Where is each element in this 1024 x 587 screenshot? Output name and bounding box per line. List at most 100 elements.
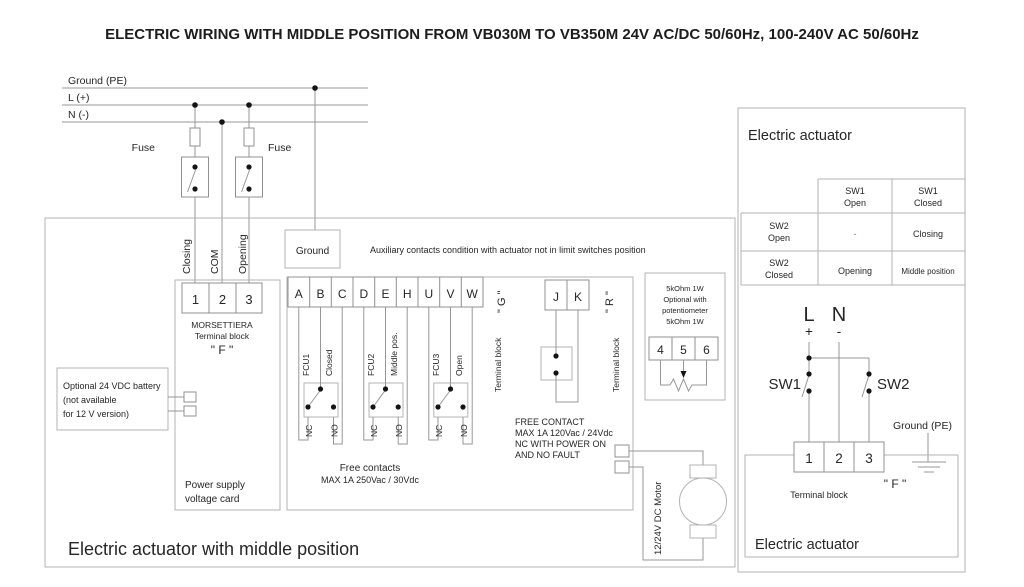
- fault-connector: [614, 444, 630, 458]
- battery-connector: [183, 405, 197, 417]
- wire: [629, 450, 704, 465]
- plus-sign: +: [805, 324, 813, 339]
- wire: [555, 310, 579, 403]
- terminal-strip: [287, 276, 484, 308]
- nc-label: NC: [304, 425, 314, 437]
- contact-dot: [806, 371, 812, 377]
- no-label: NO: [330, 424, 340, 437]
- terminal-w: W: [467, 287, 479, 301]
- fuse-left: Fuse: [132, 127, 209, 198]
- switch-table: SW1 Open SW1 Closed SW2 Open SW2 Closed …: [740, 178, 965, 286]
- actuator-panel-title: Electric actuator: [748, 128, 852, 144]
- pot-note-line1: 5kOhm 1W: [666, 284, 704, 293]
- nc-label: NC: [369, 425, 379, 437]
- terminal-f-code: " F ": [211, 343, 234, 357]
- sw1-label: SW1: [768, 376, 801, 393]
- terminal-u: U: [424, 287, 433, 301]
- ground-box: Ground: [284, 229, 341, 269]
- terminal-1: 1: [192, 292, 199, 307]
- actuator-panel: Electric actuator SW1 Open SW1 Closed SW…: [737, 107, 966, 573]
- table-header: Closed: [914, 198, 942, 208]
- fcu2-label: FCU2: [366, 354, 376, 376]
- contact-dot: [553, 353, 559, 359]
- contact-dot: [395, 404, 401, 410]
- main-unit-caption: Electric actuator with middle position: [68, 539, 359, 559]
- n-label: N (-): [68, 109, 89, 121]
- fuse-symbol: [243, 127, 255, 147]
- n-terminal-label: N: [832, 304, 846, 326]
- terminal-v: V: [446, 287, 454, 301]
- wire-nc: [298, 307, 309, 441]
- power-card-box: [174, 279, 281, 511]
- morsettiera-label: MORSETTIERA: [191, 320, 253, 330]
- l-label: L (+): [68, 92, 90, 104]
- contact-dot: [447, 386, 454, 392]
- actuator-panel-box: [737, 107, 966, 573]
- wire-no: [462, 307, 473, 445]
- page-title: ELECTRIC WIRING WITH MIDDLE POSITION FRO…: [105, 26, 919, 43]
- contact-dot: [806, 388, 812, 394]
- actuator-inner-box: 1 2 3 " F " Terminal block Electric actu…: [744, 441, 959, 558]
- aux-note: Auxiliary contacts condition with actuat…: [370, 245, 646, 255]
- ground-box-label: Ground: [296, 246, 329, 257]
- terminal-block-r: J K " R " Terminal block: [540, 279, 621, 403]
- contact-dot: [246, 164, 252, 170]
- fault-note: FREE CONTACT MAX 1A 120Vac / 24Vdc NC WI…: [515, 417, 613, 460]
- terminal-k: K: [574, 290, 582, 304]
- battery-box: [56, 367, 169, 431]
- table-header: Open: [844, 198, 866, 208]
- fcu3-position-label: Open: [454, 355, 464, 376]
- terminal-5: 5: [680, 343, 687, 357]
- pot-box: [644, 272, 726, 401]
- contact-dot: [553, 370, 559, 376]
- ground-pe-label: Ground (PE): [893, 420, 952, 432]
- switch-blade: [241, 169, 250, 193]
- terminal-g-code: " G ": [496, 290, 508, 313]
- switch-blade: [437, 389, 451, 408]
- fault-note-line2: MAX 1A 120Vac / 24Vdc: [515, 428, 613, 438]
- earth-ground-icon: [912, 461, 946, 473]
- battery-line1: Optional 24 VDC battery: [63, 381, 161, 391]
- contact-dot: [317, 386, 324, 392]
- l-terminal-label: L: [803, 304, 814, 326]
- terminal-g-block-label: Terminal block: [493, 337, 503, 392]
- terminal-j: J: [553, 290, 559, 304]
- contact-dot: [192, 164, 198, 170]
- closing-label: Closing: [181, 239, 193, 274]
- table-row-header: Open: [768, 233, 790, 243]
- wire: [660, 360, 670, 386]
- nc-label: NC: [434, 425, 444, 437]
- contact-dot: [246, 186, 252, 192]
- com-label: COM: [209, 250, 221, 275]
- fcu1-position-label: Closed: [324, 349, 334, 376]
- contact-dot: [370, 404, 376, 410]
- terminal-block-g: A B C D E H U V W " G " Terminal block: [287, 276, 508, 392]
- fault-note-line3: NC WITH POWER ON: [515, 439, 606, 449]
- junction-dot: [246, 102, 252, 108]
- switch-box: [181, 156, 209, 198]
- contact-dot: [460, 404, 466, 410]
- contact-dot: [382, 386, 389, 392]
- power-card-line2: voltage card: [185, 494, 239, 505]
- no-label: NO: [394, 424, 404, 437]
- fcu-2: FCU2 Middle pos. NC NO: [363, 307, 408, 445]
- fcu-3: FCU3 Open NC NO: [428, 307, 473, 445]
- terminal-block-label: Terminal block: [790, 490, 848, 500]
- contact-dot: [435, 404, 441, 410]
- power-card-line1: Power supply: [185, 480, 245, 491]
- motor-brush: [689, 464, 717, 479]
- table-dash: -: [854, 229, 857, 239]
- pot-note-line2: Optional with: [663, 295, 706, 304]
- switch-blade: [187, 169, 196, 193]
- fault-connector: [614, 460, 630, 474]
- potentiometer-box: 5kOhm 1W Optional with potentiometer 5kO…: [644, 272, 726, 401]
- terminal-h: H: [403, 287, 412, 301]
- free-contacts-label: Free contacts: [340, 463, 401, 474]
- battery-connector: [183, 391, 197, 403]
- terminal-block-f: 1 2 3 MORSETTIERA Terminal block " F ": [181, 282, 263, 357]
- terminal-4: 4: [657, 343, 664, 357]
- battery-line3: for 12 V version): [63, 409, 129, 419]
- table-cell: Opening: [838, 266, 872, 276]
- opening-label: Opening: [237, 234, 249, 274]
